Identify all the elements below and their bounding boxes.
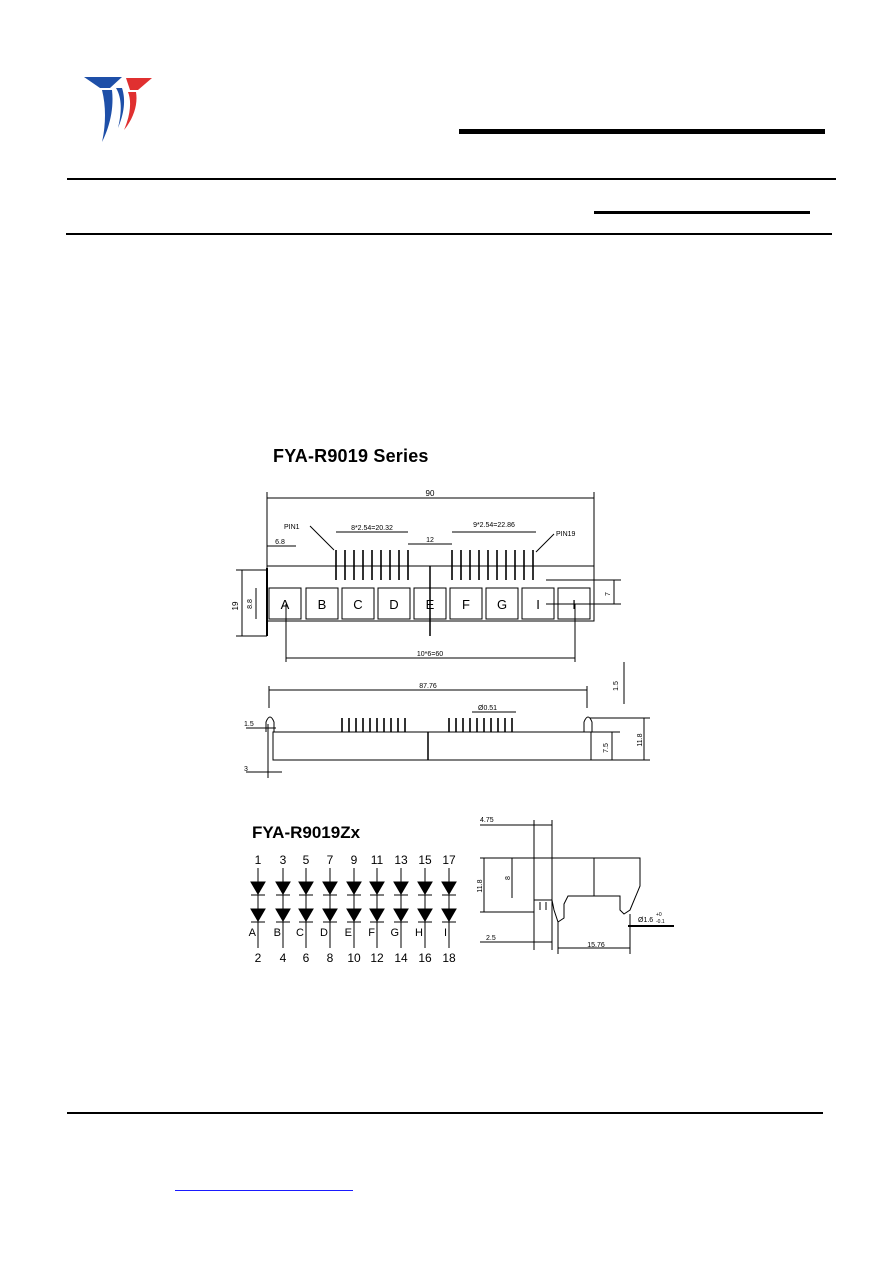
header-rule-2 — [66, 233, 832, 235]
segment-label: B — [318, 597, 327, 612]
bottom-pin: 14 — [394, 951, 408, 965]
segment-label: G — [497, 597, 507, 612]
footer-link[interactable] — [175, 1176, 353, 1191]
diode-letter: C — [296, 927, 304, 939]
bottom-pin: 4 — [280, 951, 287, 965]
top-pin: 13 — [394, 853, 408, 867]
top-pin: 15 — [418, 853, 432, 867]
end-width-top-dim: 4.75 — [480, 817, 494, 824]
top-pin: 3 — [280, 853, 287, 867]
segment-label: E — [426, 597, 435, 612]
bottom-pin: 10 — [347, 951, 361, 965]
diode-letter: I — [444, 927, 447, 939]
hole-dim: Ø0.51 — [478, 705, 497, 712]
left-offset-dim: 6.8 — [275, 539, 285, 546]
segment-pitch-dim: 10*6=60 — [417, 651, 443, 658]
bottom-pin: 12 — [370, 951, 384, 965]
drawing-title: FYA-R9019 Series — [273, 446, 429, 466]
dim-overall-length: 90 — [426, 489, 435, 498]
diode-letter: A — [249, 927, 257, 939]
side-view-drawing: 87.76 Ø0.51 1.5 1.5 3 7.5 11.8 — [244, 662, 650, 778]
top-pin: 7 — [327, 853, 334, 867]
diode-letter: B — [274, 927, 281, 939]
top-pin: 9 — [351, 853, 358, 867]
bottom-pin: 16 — [418, 951, 432, 965]
header-thick-rule — [459, 129, 825, 134]
top-offset-dim: 1.5 — [613, 681, 620, 691]
total-height-dim: 11.8 — [637, 733, 644, 746]
left-pitch-dim: 8*2.54=20.32 — [351, 525, 393, 532]
segment-label: I — [572, 597, 576, 612]
base-dim: 3 — [244, 766, 248, 773]
pin1-label: PIN1 — [284, 524, 300, 531]
segment-label: D — [389, 597, 398, 612]
header-small-rule — [594, 211, 810, 214]
end-height-inner-dim: 8 — [505, 876, 512, 880]
end-foot-dim: 2.5 — [486, 935, 496, 942]
top-view-drawing: 90 PIN1 PIN19 8*2.54=20.32 9*2.54=22.86 … — [231, 489, 621, 662]
side-length-dim: 87.76 — [419, 683, 437, 690]
pin-dia-dim: Ø1.6 — [638, 917, 653, 924]
right-pitch-dim: 9*2.54=22.86 — [473, 522, 515, 529]
top-pin: 5 — [303, 853, 310, 867]
circuit-title: FYA-R9019Zx — [252, 823, 361, 842]
circuit-schematic: 1 3 5 7 9 11 13 15 17 A B C D E F G H I … — [249, 853, 457, 965]
bottom-pin: 8 — [327, 951, 334, 965]
segment-label: A — [281, 597, 290, 612]
segment-label: F — [462, 597, 470, 612]
pin-dia-tol-top: +0 — [656, 912, 662, 918]
top-pin: 1 — [255, 853, 262, 867]
diode-letter: H — [415, 927, 423, 939]
diode-letter: F — [368, 927, 375, 939]
footer-rule — [67, 1112, 823, 1114]
bottom-pin: 6 — [303, 951, 310, 965]
top-pin: 11 — [371, 853, 384, 867]
body-height-dim: 7.5 — [603, 743, 610, 753]
top-pin: 17 — [442, 853, 456, 867]
header-rule-1 — [67, 178, 836, 180]
inner-height-dim: 8.8 — [247, 599, 254, 609]
height-dim: 19 — [231, 601, 240, 610]
lead-height-dim: 7 — [605, 592, 612, 596]
bottom-pin: 18 — [442, 951, 456, 965]
bottom-pin: 2 — [255, 951, 262, 965]
gap-dim: 12 — [426, 537, 434, 544]
diode-letter: G — [390, 927, 399, 939]
end-height-total-dim: 11.8 — [477, 879, 484, 892]
left-offset-dim: 1.5 — [244, 721, 254, 728]
segment-label: C — [353, 597, 362, 612]
end-view-drawing: 4.75 11.8 8 15.76 2.5 Ø1.6 +0 -0.1 — [477, 817, 674, 954]
diode-letter: E — [345, 927, 352, 939]
pin-dia-tol-bottom: -0.1 — [656, 919, 665, 925]
diode-letter: D — [320, 927, 328, 939]
end-body-width-dim: 15.76 — [587, 942, 605, 949]
segment-label: I — [536, 597, 540, 612]
pin19-label: PIN19 — [556, 531, 576, 538]
company-logo — [82, 74, 154, 146]
